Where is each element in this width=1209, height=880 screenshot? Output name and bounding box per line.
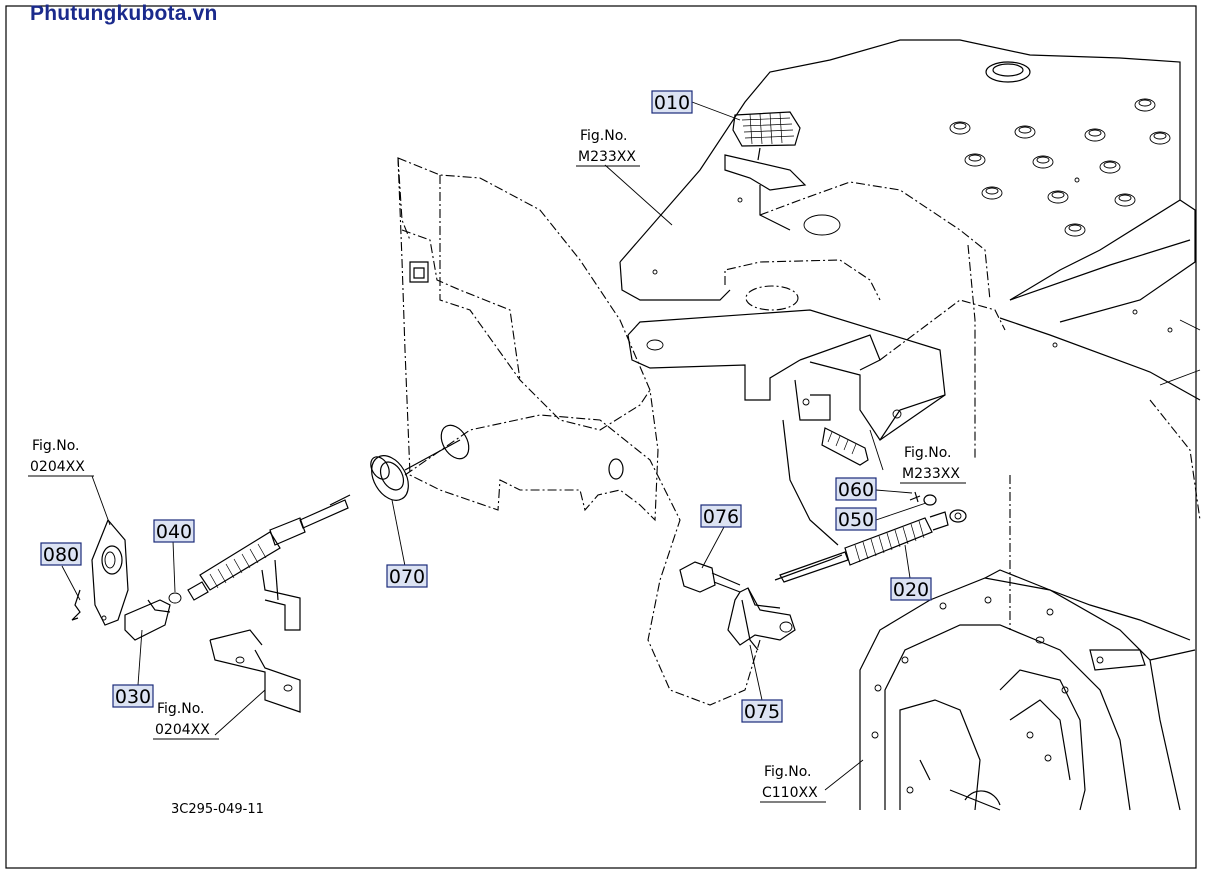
platform-holes xyxy=(652,61,1171,275)
svg-text:070: 070 xyxy=(389,566,425,588)
cable-route-solid xyxy=(782,419,839,546)
page-frame xyxy=(5,5,1197,869)
svg-text:Fig.No.: Fig.No. xyxy=(32,438,80,454)
fig-ref-left-lower[interactable]: Fig.No. 0204XX xyxy=(153,701,219,740)
fig-ref-top-center[interactable]: Fig.No. M233XX xyxy=(576,128,640,167)
part-label-060[interactable]: 060 xyxy=(835,477,877,501)
part-label-010[interactable]: 010 xyxy=(651,90,693,114)
bracket-075-drawing xyxy=(679,561,796,651)
part-label-076[interactable]: 076 xyxy=(700,504,742,528)
fig-ref-left-upper[interactable]: Fig.No. 0204XX xyxy=(28,438,94,477)
transmission-housing xyxy=(859,569,1196,811)
fig-ref-right-mid[interactable]: Fig.No. M233XX xyxy=(900,445,966,484)
part-label-070[interactable]: 070 xyxy=(386,564,428,588)
svg-text:Fig.No.: Fig.No. xyxy=(157,701,205,717)
svg-text:Fig.No.: Fig.No. xyxy=(904,445,952,461)
lever-plate-drawing xyxy=(71,518,182,641)
part-label-075[interactable]: 075 xyxy=(741,699,783,723)
bracket-bolt-drawing xyxy=(821,427,869,466)
brand-watermark[interactable]: Phutungkubota.vn xyxy=(30,2,218,25)
svg-text:010: 010 xyxy=(654,92,690,114)
svg-text:050: 050 xyxy=(838,509,874,531)
cable-route-dashed xyxy=(404,414,761,706)
svg-text:Fig.No.: Fig.No. xyxy=(580,128,628,144)
pedal-010-drawing xyxy=(724,111,807,231)
svg-text:076: 076 xyxy=(703,506,739,528)
side-panel-outline xyxy=(397,157,659,522)
svg-text:C110XX: C110XX xyxy=(762,785,818,801)
leader-lines xyxy=(61,101,927,791)
svg-text:M233XX: M233XX xyxy=(578,149,636,165)
floor-plate-assembly xyxy=(619,39,1201,630)
svg-text:060: 060 xyxy=(838,479,874,501)
cable-020-drawing xyxy=(774,491,967,583)
svg-text:M233XX: M233XX xyxy=(902,466,960,482)
part-label-030[interactable]: 030 xyxy=(112,684,154,708)
svg-text:0204XX: 0204XX xyxy=(155,722,210,738)
svg-text:0204XX: 0204XX xyxy=(30,459,85,475)
cable-070-drawing xyxy=(187,439,461,601)
part-label-050[interactable]: 050 xyxy=(835,507,877,531)
svg-text:030: 030 xyxy=(115,686,151,708)
svg-text:040: 040 xyxy=(156,521,192,543)
svg-text:020: 020 xyxy=(893,579,929,601)
part-label-020[interactable]: 020 xyxy=(890,577,932,601)
svg-text:080: 080 xyxy=(43,544,79,566)
diagram-code: 3C295-049-11 xyxy=(171,802,264,817)
svg-text:Fig.No.: Fig.No. xyxy=(764,764,812,780)
fig-ref-bottom-right[interactable]: Fig.No. C110XX xyxy=(760,764,826,803)
part-label-080[interactable]: 080 xyxy=(40,542,82,566)
svg-text:075: 075 xyxy=(744,701,780,723)
part-label-040[interactable]: 040 xyxy=(153,519,195,543)
mount-bracket-drawing xyxy=(209,559,301,713)
